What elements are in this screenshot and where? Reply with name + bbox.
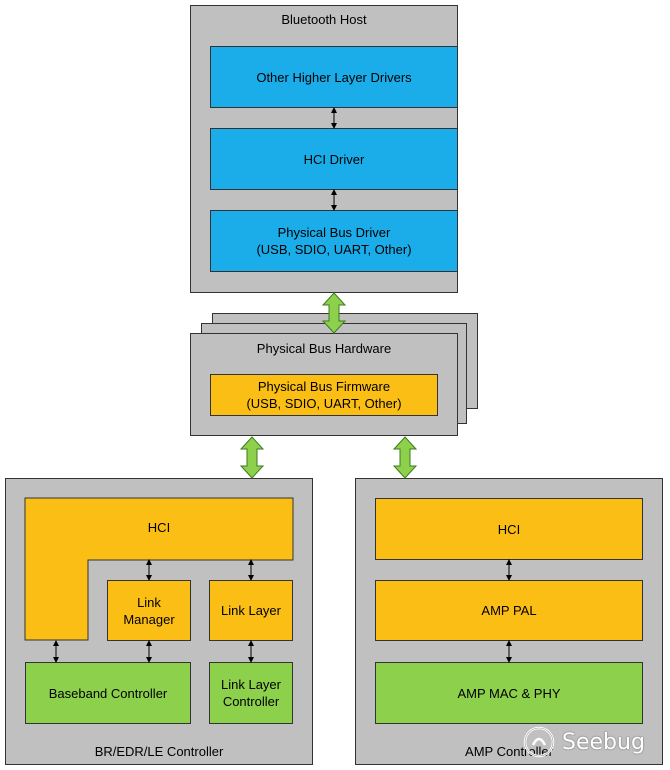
link-layer-box: Link Layer [209,580,293,641]
seebug-logo-icon [523,726,555,758]
bredr-le-controller-title: BR/EDR/LE Controller [94,744,224,759]
link-layer-controller-box: Link Layer Controller [209,662,293,724]
seebug-watermark-text: Seebug [562,729,645,755]
bluetooth-host-title: Bluetooth Host [281,12,367,27]
amp-hci-box: HCI [375,498,643,560]
bredr-hci-label: HCI [147,520,171,535]
amp-controller-title: AMP Controller [465,744,553,759]
baseband-controller-box: Baseband Controller [25,662,191,724]
other-higher-layer-drivers-box: Other Higher Layer Drivers [210,46,458,108]
amp-pal-box: AMP PAL [375,580,643,641]
hci-driver-box: HCI Driver [210,128,458,190]
physical-bus-firmware-box: Physical Bus Firmware (USB, SDIO, UART, … [210,374,438,416]
link-manager-box: Link Manager [107,580,191,641]
physical-bus-hardware-title: Physical Bus Hardware [256,341,392,356]
amp-mac-phy-box: AMP MAC & PHY [375,662,643,724]
seebug-watermark: Seebug [522,724,662,760]
bus-arrow-hardware-amp [392,436,418,479]
bus-arrow-hardware-bredr [239,436,265,479]
physical-bus-driver-box: Physical Bus Driver (USB, SDIO, UART, Ot… [210,210,458,272]
